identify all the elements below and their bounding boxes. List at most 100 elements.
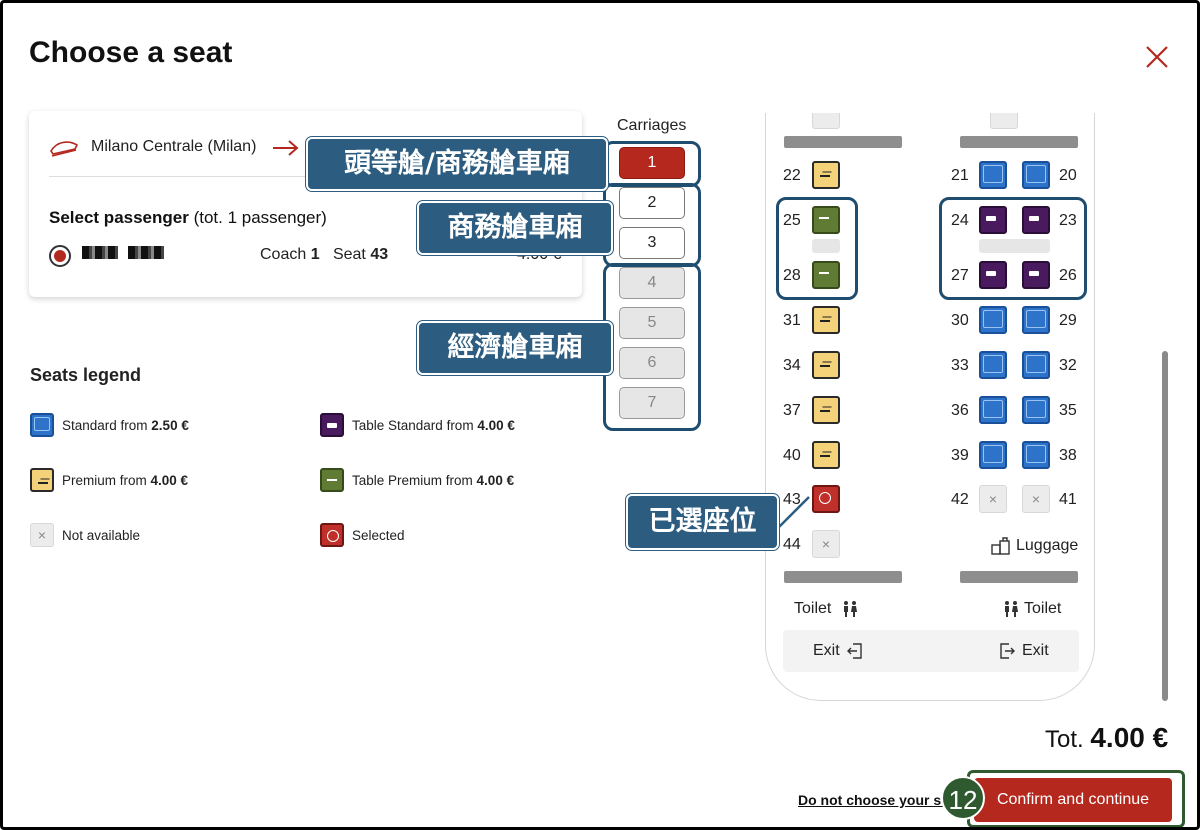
seat-number: 30 xyxy=(951,312,969,329)
step-badge: 12 xyxy=(941,776,985,820)
carriages-title: Carriages xyxy=(617,117,687,134)
seat-22-premium[interactable] xyxy=(812,161,840,189)
seat-44-unavailable: × xyxy=(812,530,840,558)
carriage-1-button[interactable]: 1 xyxy=(619,147,685,179)
seat-number: 20 xyxy=(1059,167,1077,184)
table xyxy=(812,239,840,253)
seat-number: 39 xyxy=(951,447,969,464)
coach-seat-info: Coach 1 Seat 43 xyxy=(260,246,389,263)
seat-number: 37 xyxy=(783,402,801,419)
carriage-5-button[interactable]: 5 xyxy=(619,307,685,339)
callout-selected: 已選座位 xyxy=(626,494,779,550)
seat-25-table-premium[interactable] xyxy=(812,206,840,234)
seat-number: 21 xyxy=(951,167,969,184)
legend-title: Seats legend xyxy=(30,365,142,385)
confirm-button[interactable]: Confirm and continue xyxy=(974,778,1172,822)
seat-number: 41 xyxy=(1059,491,1077,508)
seat-number: 23 xyxy=(1059,212,1077,229)
seat-21-standard[interactable] xyxy=(979,161,1007,189)
seat-number: 31 xyxy=(783,312,801,329)
seat-number: 34 xyxy=(783,357,801,374)
departure-station: Milano Centrale (Milan) xyxy=(91,138,257,155)
seat-30-standard[interactable] xyxy=(979,306,1007,334)
train-icon xyxy=(50,141,79,157)
exit-label-right: Exit xyxy=(1022,642,1049,659)
seat-number: 27 xyxy=(951,267,969,284)
seat-43-selected[interactable] xyxy=(812,485,840,513)
seat-27-table-standard[interactable] xyxy=(979,261,1007,289)
redacted-surname xyxy=(128,246,164,259)
dialog-title: Choose a seat xyxy=(29,36,233,69)
seat-41-unavailable: × xyxy=(1022,485,1050,513)
seat-42-unavailable: × xyxy=(979,485,1007,513)
table-premium-highlight xyxy=(776,197,858,300)
toilet-icon xyxy=(1005,601,1018,617)
seat-35-standard[interactable] xyxy=(1022,396,1050,424)
arrow-right-icon xyxy=(273,140,299,156)
legend-standard: Standard from 2.50 € xyxy=(30,413,189,437)
seat-26-table-standard[interactable] xyxy=(1022,261,1050,289)
callout-business: 商務艙車廂 xyxy=(417,201,613,255)
scrollbar-thumb[interactable] xyxy=(1162,351,1168,701)
select-passenger-heading: Select passenger (tot. 1 passenger) xyxy=(49,208,327,227)
seat-unavailable-top xyxy=(990,113,1018,129)
exit-area xyxy=(783,630,1079,672)
seat-28-table-premium[interactable] xyxy=(812,261,840,289)
legend-selected: Selected xyxy=(320,523,405,547)
toilet-icon xyxy=(844,601,857,617)
seat-number: 43 xyxy=(783,491,801,508)
card-divider xyxy=(49,176,549,177)
luggage-icon xyxy=(991,537,1010,555)
seat-number: 44 xyxy=(783,536,801,553)
seat-number: 26 xyxy=(1059,267,1077,284)
seat-38-standard[interactable] xyxy=(1022,441,1050,469)
table xyxy=(979,239,1050,253)
seat-32-standard[interactable] xyxy=(1022,351,1050,379)
seat-number: 33 xyxy=(951,357,969,374)
seat-34-premium[interactable] xyxy=(812,351,840,379)
carriage-7-button[interactable]: 7 xyxy=(619,387,685,419)
close-icon[interactable] xyxy=(1143,43,1171,71)
seat-31-premium[interactable] xyxy=(812,306,840,334)
seat-number: 32 xyxy=(1059,357,1077,374)
carriage-6-button[interactable]: 6 xyxy=(619,347,685,379)
table-standard-seat-icon xyxy=(320,413,344,437)
not-available-seat-icon: × xyxy=(30,523,54,547)
seat-40-premium[interactable] xyxy=(812,441,840,469)
exit-icon xyxy=(1000,643,1015,659)
row-divider xyxy=(784,571,902,583)
seat-39-standard[interactable] xyxy=(979,441,1007,469)
seat-number: 25 xyxy=(783,212,801,229)
row-divider xyxy=(784,136,902,148)
skip-seat-link[interactable]: Do not choose your se xyxy=(798,792,949,808)
legend-not-available: × Not available xyxy=(30,523,140,547)
seat-29-standard[interactable] xyxy=(1022,306,1050,334)
table-premium-seat-icon xyxy=(320,468,344,492)
seat-23-table-standard[interactable] xyxy=(1022,206,1050,234)
standard-seat-icon xyxy=(30,413,54,437)
seat-37-premium[interactable] xyxy=(812,396,840,424)
carriage-4-button[interactable]: 4 xyxy=(619,267,685,299)
seat-number: 28 xyxy=(783,267,801,284)
premium-seat-icon xyxy=(30,468,54,492)
legend-table-premium: Table Premium from 4.00 € xyxy=(320,468,514,492)
exit-label-left: Exit xyxy=(813,642,840,659)
callout-economy: 經濟艙車廂 xyxy=(417,321,613,375)
seat-number: 29 xyxy=(1059,312,1077,329)
seat-33-standard[interactable] xyxy=(979,351,1007,379)
toilet-label-right: Toilet xyxy=(1024,600,1062,617)
seat-36-standard[interactable] xyxy=(979,396,1007,424)
seat-number: 35 xyxy=(1059,402,1077,419)
legend-premium: Premium from 4.00 € xyxy=(30,468,188,492)
seat-number: 24 xyxy=(951,212,969,229)
passenger-radio[interactable] xyxy=(49,245,71,267)
carriage-3-button[interactable]: 3 xyxy=(619,227,685,259)
table-standard-highlight xyxy=(939,197,1087,300)
exit-icon xyxy=(847,643,862,659)
carriage-2-button[interactable]: 2 xyxy=(619,187,685,219)
toilet-label-left: Toilet xyxy=(794,600,832,617)
seat-20-standard[interactable] xyxy=(1022,161,1050,189)
seat-24-table-standard[interactable] xyxy=(979,206,1007,234)
seat-number: 36 xyxy=(951,402,969,419)
